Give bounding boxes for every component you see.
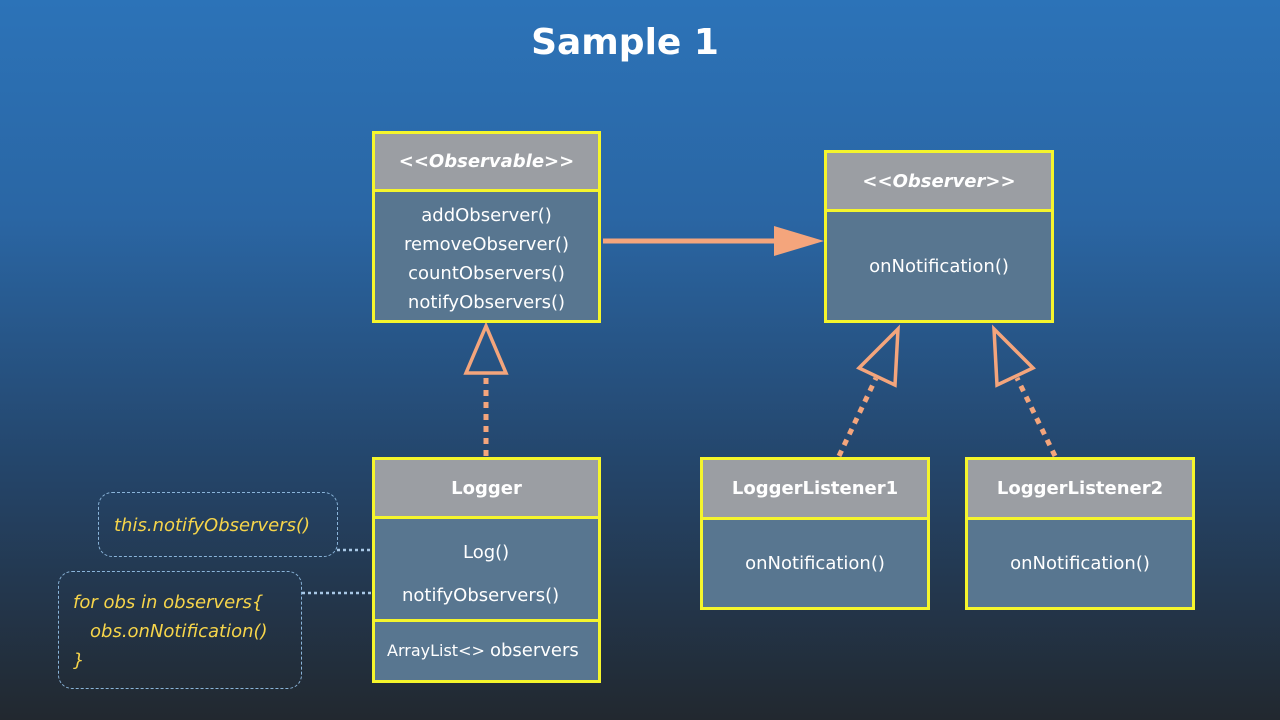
logger-class-name: Logger: [375, 460, 598, 519]
observers-field: ArrayList<> observers: [387, 640, 579, 661]
observable-class-name: <<Observable>>: [375, 134, 598, 192]
on-notification-method: onNotification(): [869, 256, 1009, 277]
listener1-realization-line: [836, 376, 879, 458]
add-observer-method: addObserver(): [421, 205, 552, 226]
logger-listener2-class: LoggerListener2 onNotification(): [965, 457, 1195, 610]
listener1-realization-triangle: [856, 324, 900, 388]
field-type: ArrayList<>: [387, 641, 485, 660]
log-method: Log(): [463, 542, 510, 563]
notify-note-line-2: obs.onNotification(): [90, 621, 268, 642]
observer-methods: onNotification(): [827, 212, 1051, 281]
logger-notify-observers-method: notifyObservers(): [402, 585, 560, 606]
logger-listener2-methods: onNotification(): [968, 520, 1192, 578]
notify-note-line-3: }: [73, 650, 85, 671]
listener2-on-notification-method: onNotification(): [1010, 553, 1150, 574]
notify-observers-method: notifyObservers(): [407, 292, 566, 313]
notify-note-line-1: for obs in observers{: [73, 592, 264, 613]
association-arrowhead: [774, 226, 824, 256]
observable-methods: addObserver() removeObserver() countObse…: [375, 192, 598, 317]
logger-listener2-class-name: LoggerListener2: [968, 460, 1192, 520]
observer-class: <<Observer>> onNotification(): [824, 150, 1054, 323]
observable-class: <<Observable>> addObserver() removeObser…: [372, 131, 601, 323]
logger-fields: ArrayList<> observers: [375, 619, 598, 680]
logger-class: Logger Log() notifyObservers() ArrayList…: [372, 457, 601, 683]
listener2-realization-line: [1014, 376, 1058, 458]
notify-note: for obs in observers{ obs.onNotification…: [58, 571, 302, 689]
logger-methods: Log() notifyObservers(): [375, 519, 598, 619]
logger-listener1-methods: onNotification(): [703, 520, 927, 578]
logger-realization-triangle: [463, 321, 509, 375]
listener1-on-notification-method: onNotification(): [745, 553, 885, 574]
count-observers-method: countObservers(): [408, 263, 565, 284]
logger-listener1-class-name: LoggerListener1: [703, 460, 927, 520]
diagram-title: Sample 1: [531, 22, 719, 63]
log-note: this.notifyObservers(): [98, 492, 338, 557]
listener2-realization-triangle: [992, 324, 1036, 388]
logger-listener1-class: LoggerListener1 onNotification(): [700, 457, 930, 610]
observer-class-name: <<Observer>>: [827, 153, 1051, 212]
field-name: observers: [489, 640, 579, 661]
log-note-text: this.notifyObservers(): [114, 515, 311, 536]
remove-observer-method: removeObserver(): [404, 234, 569, 255]
